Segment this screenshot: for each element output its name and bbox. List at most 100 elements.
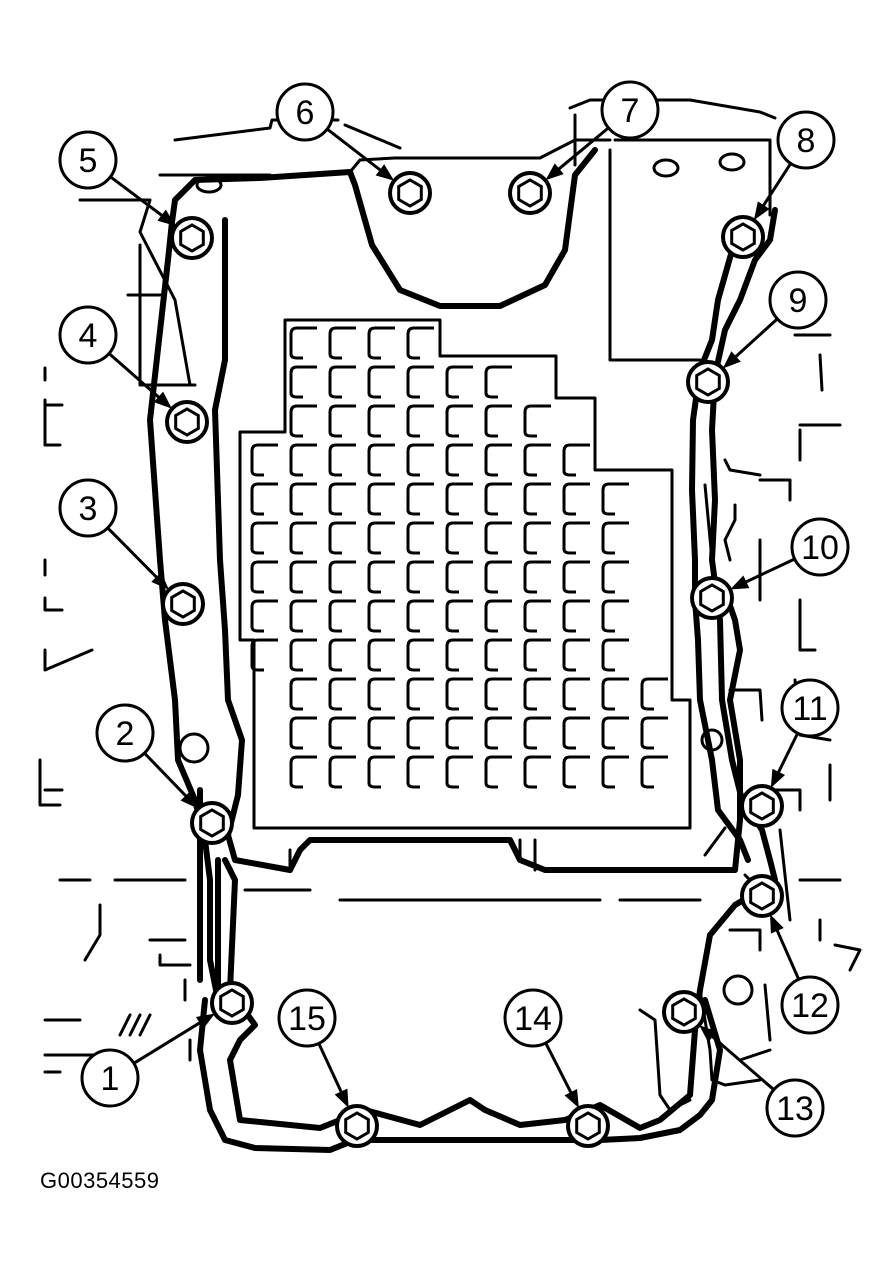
mesh-cell <box>562 638 590 672</box>
arrowhead-3 <box>151 572 169 590</box>
callout-label-5: 5 <box>79 142 98 180</box>
callout-label-13: 13 <box>776 1090 814 1128</box>
arrowhead-4 <box>153 391 172 409</box>
bolt-group <box>161 171 784 1148</box>
bolt-9 <box>686 360 730 404</box>
mesh-cell <box>367 482 395 516</box>
mesh-cell <box>250 638 278 672</box>
mesh-cell <box>484 365 512 399</box>
mesh-cell <box>406 404 434 438</box>
leader-line-11 <box>773 732 800 780</box>
mesh-cell <box>484 443 512 477</box>
mesh-cell <box>328 521 356 555</box>
mesh-cell <box>523 599 551 633</box>
mesh-cell <box>562 443 590 477</box>
mesh-cell <box>484 560 512 594</box>
mesh-cell <box>445 404 473 438</box>
mesh-cell <box>445 599 473 633</box>
mesh-cell <box>406 365 434 399</box>
bolt-8 <box>721 215 765 259</box>
callout-label-2: 2 <box>116 715 135 753</box>
callout-circle-5 <box>58 130 118 190</box>
mesh-cell <box>601 560 629 594</box>
mesh-cell <box>289 326 317 360</box>
callout-circle-13 <box>765 1078 825 1138</box>
mesh-cell <box>289 482 317 516</box>
mesh-cell <box>328 365 356 399</box>
callout-label-3: 3 <box>79 490 98 528</box>
mesh-cell <box>367 677 395 711</box>
mesh-cell <box>367 365 395 399</box>
mesh-cell <box>523 677 551 711</box>
mesh-cell <box>367 326 395 360</box>
callout-label-1: 1 <box>101 1060 120 1098</box>
callout-label-15: 15 <box>288 1000 326 1038</box>
mesh-cell <box>250 521 278 555</box>
mesh-cell <box>328 638 356 672</box>
mesh-cell <box>328 482 356 516</box>
callout-circle-7 <box>600 80 660 140</box>
mesh-cell <box>289 443 317 477</box>
mesh-cell <box>523 443 551 477</box>
bolt-13 <box>662 990 706 1034</box>
bolt-4 <box>165 400 209 444</box>
mesh-cell <box>484 482 512 516</box>
mesh-cell <box>445 365 473 399</box>
mesh-cell <box>250 482 278 516</box>
mesh-cell <box>328 404 356 438</box>
mesh-cell <box>367 638 395 672</box>
mesh-cell <box>445 755 473 789</box>
mesh-cell <box>601 755 629 789</box>
arrowhead-1 <box>195 1013 215 1029</box>
mesh-cell <box>484 755 512 789</box>
mesh-cell <box>562 677 590 711</box>
callout-circle-2 <box>95 703 155 763</box>
mesh-cell <box>601 599 629 633</box>
leader-line-2 <box>143 752 193 803</box>
mesh-cell <box>484 677 512 711</box>
mesh-cell <box>562 755 590 789</box>
mesh-cell <box>445 677 473 711</box>
mesh-cell <box>328 755 356 789</box>
callout-label-10: 10 <box>801 529 839 567</box>
oil-pan-gasket <box>147 138 778 1153</box>
arrowhead-8 <box>753 201 770 221</box>
mesh-cell <box>328 599 356 633</box>
mesh-cell <box>328 326 356 360</box>
bolt-3 <box>161 582 205 626</box>
mesh-cell <box>445 443 473 477</box>
mesh-cell <box>640 716 668 750</box>
leader-line-5 <box>109 175 169 222</box>
arrowhead-5 <box>157 209 176 226</box>
bolt-15 <box>335 1104 379 1148</box>
mesh-cell <box>484 599 512 633</box>
mesh-cell <box>484 404 512 438</box>
mesh-cell <box>367 599 395 633</box>
mesh-cell <box>367 755 395 789</box>
bolt-10 <box>690 576 734 620</box>
arrowhead-7 <box>545 163 564 181</box>
mesh-cell <box>367 443 395 477</box>
mesh-cell <box>562 599 590 633</box>
mesh-cell <box>289 755 317 789</box>
mesh-cell <box>289 404 317 438</box>
mesh-cell <box>328 443 356 477</box>
arrowhead-13 <box>699 1025 718 1043</box>
bolt-11 <box>740 784 784 828</box>
mesh-cell <box>250 560 278 594</box>
bolt-14 <box>566 1104 610 1148</box>
mesh-cell <box>250 599 278 633</box>
mesh-cell <box>523 560 551 594</box>
mesh-cell <box>289 638 317 672</box>
arrowhead-11 <box>770 768 786 789</box>
mesh-cell <box>406 521 434 555</box>
arrowhead-9 <box>722 351 741 369</box>
mesh-cell <box>562 560 590 594</box>
mesh-cell <box>640 755 668 789</box>
callout-label-14: 14 <box>514 1000 552 1038</box>
mesh-cell <box>289 365 317 399</box>
callout-circle-14 <box>503 988 563 1048</box>
mesh-cell <box>289 599 317 633</box>
bolt-5 <box>170 216 214 260</box>
